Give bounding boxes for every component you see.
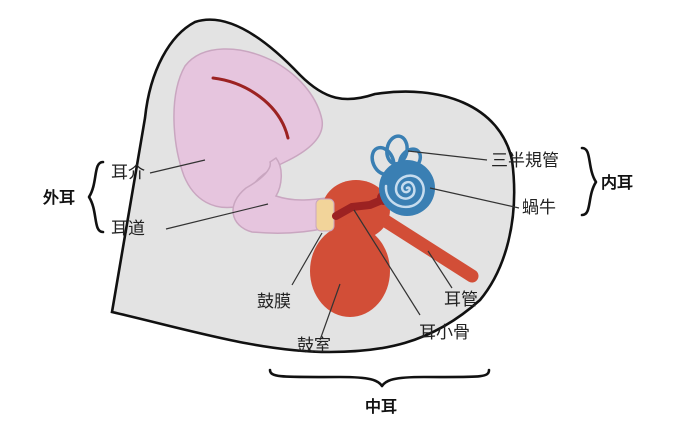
eustachian-tube-shape bbox=[377, 213, 479, 283]
label-eardrum: 鼓膜 bbox=[257, 292, 291, 312]
label-semicircular-canals: 三半規管 bbox=[491, 151, 559, 171]
group-inner-ear: 内耳 bbox=[601, 173, 633, 192]
label-ear-canal: 耳道 bbox=[111, 219, 145, 239]
group-middle-ear: 中耳 bbox=[365, 397, 397, 416]
label-auricle: 耳介 bbox=[111, 163, 145, 183]
leader-ossicles bbox=[353, 209, 421, 316]
leader-eustachian-tube bbox=[427, 250, 453, 289]
auricle-fold bbox=[211, 76, 290, 140]
leader-cochlea bbox=[429, 187, 520, 209]
leader-eardrum bbox=[291, 232, 323, 286]
label-ossicles: 耳小骨 bbox=[419, 323, 470, 343]
middle-ear-brace bbox=[268, 368, 491, 388]
leader-semicircular-canals bbox=[407, 150, 488, 161]
auricle-shape bbox=[173, 48, 323, 209]
cochlea-spiral bbox=[384, 174, 425, 209]
tympanic-cavity-shape bbox=[310, 225, 390, 317]
inner-ear-brace bbox=[580, 146, 598, 217]
ear-canal-shape bbox=[232, 156, 327, 234]
leader-auricle bbox=[149, 159, 206, 174]
label-tympanic-cavity: 鼓室 bbox=[297, 336, 331, 356]
outer-ear-brace bbox=[87, 160, 105, 234]
leader-ear-canal bbox=[165, 203, 269, 230]
eardrum-shape bbox=[315, 198, 335, 232]
label-cochlea: 蝸牛 bbox=[522, 198, 556, 218]
leader-tympanic-cavity bbox=[319, 283, 341, 341]
label-eustachian-tube: 耳管 bbox=[444, 290, 478, 310]
group-outer-ear: 外耳 bbox=[42, 188, 75, 207]
ossicles-shape bbox=[332, 196, 386, 220]
